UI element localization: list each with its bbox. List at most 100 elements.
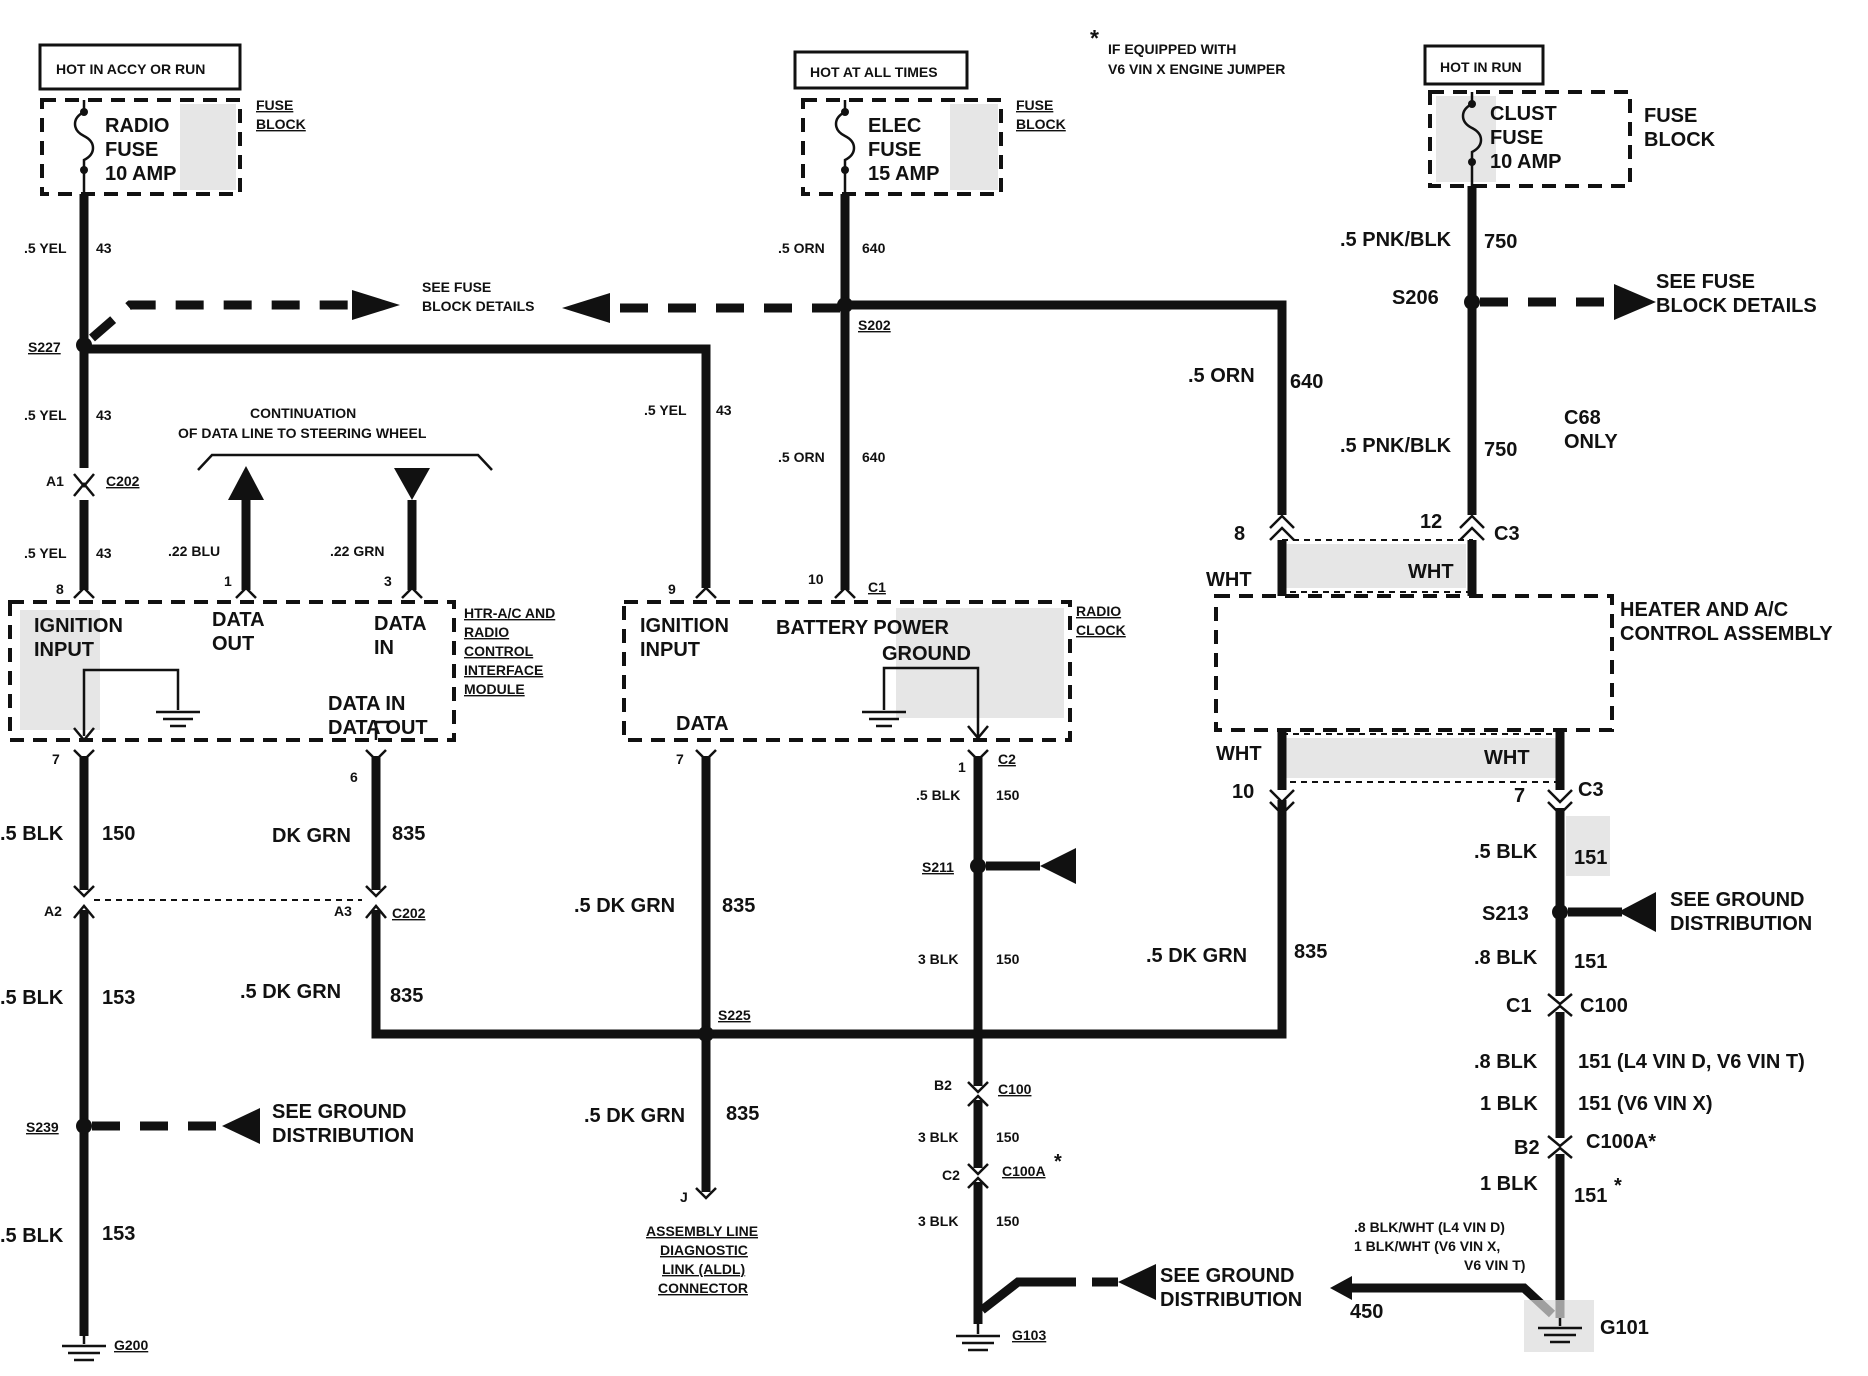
svg-text:10: 10 <box>1232 781 1254 803</box>
svg-text:9: 9 <box>668 581 676 597</box>
svg-text:HOT IN ACCY OR RUN: HOT IN ACCY OR RUN <box>56 61 205 77</box>
ground-symbol-icon <box>862 710 906 728</box>
svg-text:151: 151 <box>1574 847 1607 869</box>
ground-g200-icon <box>62 1336 106 1362</box>
arrow-right-icon <box>352 290 400 320</box>
svg-text:INTERFACE: INTERFACE <box>464 662 543 678</box>
circuit-150-radio-ground: 1 C2 .5 BLK 150 S211 3 BLK 150 B2 C100 3… <box>916 749 1302 1352</box>
svg-text:10 AMP: 10 AMP <box>105 163 177 185</box>
svg-text:.8 BLK/WHT (L4 VIN D): .8 BLK/WHT (L4 VIN D) <box>1354 1219 1505 1235</box>
svg-text:WHT: WHT <box>1484 747 1530 769</box>
svg-text:10 AMP: 10 AMP <box>1490 151 1562 173</box>
svg-text:150: 150 <box>996 951 1020 967</box>
svg-text:8: 8 <box>56 581 64 597</box>
svg-text:.5 YEL: .5 YEL <box>24 240 67 256</box>
svg-text:HEATER AND A/C: HEATER AND A/C <box>1620 599 1788 621</box>
svg-text:.5 ORN: .5 ORN <box>778 449 825 465</box>
svg-text:.5 ORN: .5 ORN <box>778 240 825 256</box>
svg-text:151: 151 <box>1574 1185 1607 1207</box>
svg-text:.5 DK GRN: .5 DK GRN <box>1146 945 1247 967</box>
arrow-up-icon <box>228 466 264 500</box>
svg-text:G103: G103 <box>1012 1327 1046 1343</box>
svg-text:BLOCK: BLOCK <box>1644 129 1716 151</box>
svg-text:DIAGNOSTIC: DIAGNOSTIC <box>660 1242 748 1258</box>
svg-text:12: 12 <box>1420 511 1442 533</box>
svg-text:.5 ORN: .5 ORN <box>1188 365 1255 387</box>
svg-text:.5 DK GRN: .5 DK GRN <box>584 1105 685 1127</box>
svg-text:15 AMP: 15 AMP <box>868 163 940 185</box>
svg-text:835: 835 <box>392 823 425 845</box>
svg-text:S211: S211 <box>922 859 954 875</box>
svg-text:450: 450 <box>1350 1301 1383 1323</box>
arrow-left-icon <box>1330 1276 1352 1300</box>
svg-text:C202: C202 <box>106 473 140 489</box>
svg-text:3 BLK: 3 BLK <box>918 1129 958 1145</box>
svg-text:IGNITION: IGNITION <box>34 615 123 637</box>
svg-text:CONTINUATION: CONTINUATION <box>250 405 356 421</box>
svg-text:.5 YEL: .5 YEL <box>644 402 687 418</box>
svg-text:150: 150 <box>102 823 135 845</box>
svg-text:INPUT: INPUT <box>34 639 94 661</box>
svg-text:BLOCK DETAILS: BLOCK DETAILS <box>1656 295 1817 317</box>
svg-text:SEE GROUND: SEE GROUND <box>272 1101 406 1123</box>
radio-fuse: RADIO FUSE 10 AMP FUSE BLOCK <box>40 97 306 196</box>
data-line-continuation: CONTINUATION OF DATA LINE TO STEERING WH… <box>56 405 493 599</box>
svg-text:1 BLK/WHT (V6 VIN X,: 1 BLK/WHT (V6 VIN X, <box>1354 1238 1500 1254</box>
svg-text:151: 151 <box>1574 951 1607 973</box>
svg-text:6: 6 <box>350 769 358 785</box>
arrow-left-icon <box>1618 892 1656 932</box>
svg-text:150: 150 <box>996 787 1020 803</box>
svg-text:WHT: WHT <box>1408 561 1454 583</box>
svg-text:43: 43 <box>716 402 732 418</box>
svg-text:A3: A3 <box>334 903 352 919</box>
arrow-down-icon <box>394 468 430 500</box>
hot-in-run-box: HOT IN RUN <box>1423 44 1545 86</box>
svg-text:G200: G200 <box>114 1337 148 1353</box>
circuit-750-pnk-blk: .5 PNK/BLK 750 S206 SEE FUSE BLOCK DETAI… <box>1340 186 1817 545</box>
svg-text:C100A*: C100A* <box>1586 1131 1656 1153</box>
svg-text:C3: C3 <box>1494 523 1520 545</box>
svg-text:C2: C2 <box>942 1167 960 1183</box>
svg-text:153: 153 <box>102 1223 135 1245</box>
svg-text:C100A: C100A <box>1002 1163 1046 1179</box>
circuit-640-orn: .5 ORN 640 S202 .5 ORN 640 .5 ORN 640 9 … <box>562 194 1323 599</box>
svg-text:C100: C100 <box>1580 995 1628 1017</box>
fuse-link-icon <box>73 100 95 194</box>
svg-text:DISTRIBUTION: DISTRIBUTION <box>272 1125 414 1147</box>
svg-text:DK GRN: DK GRN <box>272 825 351 847</box>
clust-fuse: CLUST FUSE 10 AMP FUSE BLOCK <box>1428 90 1716 188</box>
circuit-151-heater-ground: 7 C3 .5 BLK 151 S213 SEE GROUND DISTRIBU… <box>1330 779 1812 1352</box>
svg-text:BLOCK: BLOCK <box>256 116 306 132</box>
svg-text:8: 8 <box>1234 523 1245 545</box>
svg-text:A2: A2 <box>44 903 62 919</box>
svg-text:RADIO: RADIO <box>1076 603 1121 619</box>
svg-text:FUSE: FUSE <box>1016 97 1053 113</box>
svg-text:CONNECTOR: CONNECTOR <box>658 1280 748 1296</box>
svg-text:43: 43 <box>96 545 112 561</box>
svg-text:750: 750 <box>1484 231 1517 253</box>
svg-text:43: 43 <box>96 240 112 256</box>
svg-text:1 BLK: 1 BLK <box>1480 1093 1538 1115</box>
svg-text:.8 BLK: .8 BLK <box>1474 947 1538 969</box>
svg-text:FUSE: FUSE <box>1644 105 1697 127</box>
svg-text:ELEC: ELEC <box>868 115 921 137</box>
svg-text:OF DATA LINE TO STEERING WHEEL: OF DATA LINE TO STEERING WHEEL <box>178 425 427 441</box>
svg-text:FUSE: FUSE <box>256 97 293 113</box>
svg-text:INPUT: INPUT <box>640 639 700 661</box>
svg-text:IN: IN <box>374 637 394 659</box>
htr-ac-radio-control-interface-module: IGNITION INPUT DATA OUT DATA IN DATA IN … <box>8 600 555 742</box>
svg-text:153: 153 <box>102 987 135 1009</box>
svg-text:ASSEMBLY LINE: ASSEMBLY LINE <box>646 1223 758 1239</box>
svg-text:43: 43 <box>96 407 112 423</box>
svg-text:1 BLK: 1 BLK <box>1480 1173 1538 1195</box>
svg-text:FUSE: FUSE <box>105 139 158 161</box>
svg-text:835: 835 <box>726 1103 759 1125</box>
svg-text:BLOCK: BLOCK <box>1016 116 1066 132</box>
fuse-link-icon <box>1461 92 1483 186</box>
svg-text:FUSE: FUSE <box>868 139 921 161</box>
svg-text:WHT: WHT <box>1206 569 1252 591</box>
svg-text:WHT: WHT <box>1216 743 1262 765</box>
svg-text:.5 PNK/BLK: .5 PNK/BLK <box>1340 229 1452 251</box>
svg-text:OUT: OUT <box>212 633 254 655</box>
svg-text:DATA OUT: DATA OUT <box>328 717 428 739</box>
